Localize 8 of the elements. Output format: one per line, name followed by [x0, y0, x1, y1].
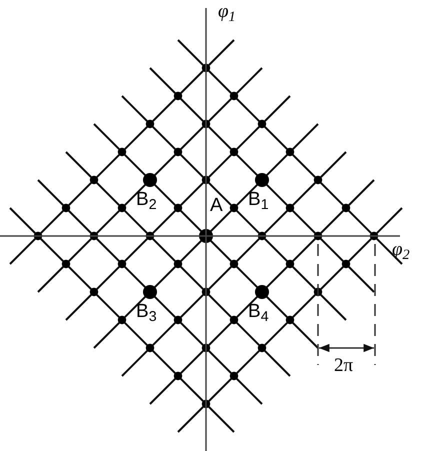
- point-label: B$_{4}$: [248, 302, 269, 321]
- axis-label: φ$_{1}$: [218, 2, 236, 21]
- axis-label: φ$_{2}$: [392, 240, 410, 259]
- point-label: B$_{1}$: [248, 190, 269, 209]
- point-label: A: [210, 196, 223, 215]
- point-label: B$_{2}$: [136, 190, 157, 209]
- dimension-label: 2π: [334, 356, 354, 375]
- point-label: B$_{3}$: [136, 302, 157, 321]
